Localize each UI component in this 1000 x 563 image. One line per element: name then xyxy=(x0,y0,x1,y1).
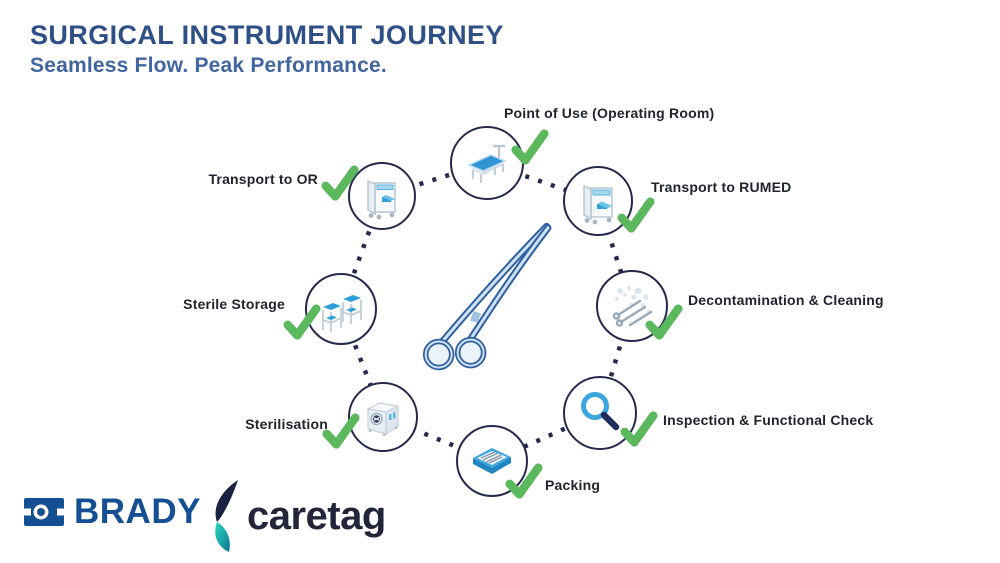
stage-transport-to-or xyxy=(348,162,416,230)
operating-table-icon xyxy=(467,144,507,183)
transport-trolley-icon xyxy=(367,179,396,220)
magnifier-icon xyxy=(581,392,620,431)
stage-label-inspection-functional-check: Inspection & Functional Check xyxy=(663,412,874,428)
sterilizer-icon xyxy=(366,402,400,436)
brady-logo-text: BRADY xyxy=(74,492,201,531)
instrument-tray-icon xyxy=(473,448,511,474)
stage-label-transport-to-rumed: Transport to RUMED xyxy=(651,179,792,195)
checkmark-icon xyxy=(505,463,543,499)
instrument-washing-icon xyxy=(612,285,653,327)
journey-ring-dotted-line xyxy=(338,160,635,464)
stage-label-packing: Packing xyxy=(545,477,601,493)
checkmark-icon xyxy=(511,129,549,165)
checkmark-icon xyxy=(645,304,683,340)
checkmark-icon xyxy=(620,411,658,447)
stage-label-sterile-storage: Sterile Storage xyxy=(183,296,285,312)
checkmark-icon xyxy=(617,197,655,233)
caretag-logo-text: caretag xyxy=(247,494,386,538)
stage-transport-to-rumed xyxy=(563,166,633,236)
brady-logo-icon xyxy=(24,497,64,526)
page-title: SURGICAL INSTRUMENT JOURNEY xyxy=(30,20,504,50)
surgical-forceps-icon xyxy=(422,222,552,371)
brady-logo: BRADY xyxy=(24,494,201,529)
stage-label-point-of-use: Point of Use (Operating Room) xyxy=(504,105,715,121)
checkmark-icon xyxy=(322,413,360,449)
caretag-leaf-icon xyxy=(215,480,238,552)
checkmark-icon xyxy=(283,304,321,340)
transport-cart-icon xyxy=(583,184,613,225)
page-subtitle: Seamless Flow. Peak Performance. xyxy=(30,54,387,77)
caretag-logo: caretag xyxy=(210,480,386,552)
stage-sterilisation xyxy=(348,382,418,452)
stage-label-sterilisation: Sterilisation xyxy=(245,416,328,432)
stage-label-decontamination-cleaning: Decontamination & Cleaning xyxy=(688,292,884,308)
checkmark-icon xyxy=(321,165,359,201)
storage-shelves-icon xyxy=(322,295,362,332)
stage-label-transport-to-or: Transport to OR xyxy=(208,171,318,187)
